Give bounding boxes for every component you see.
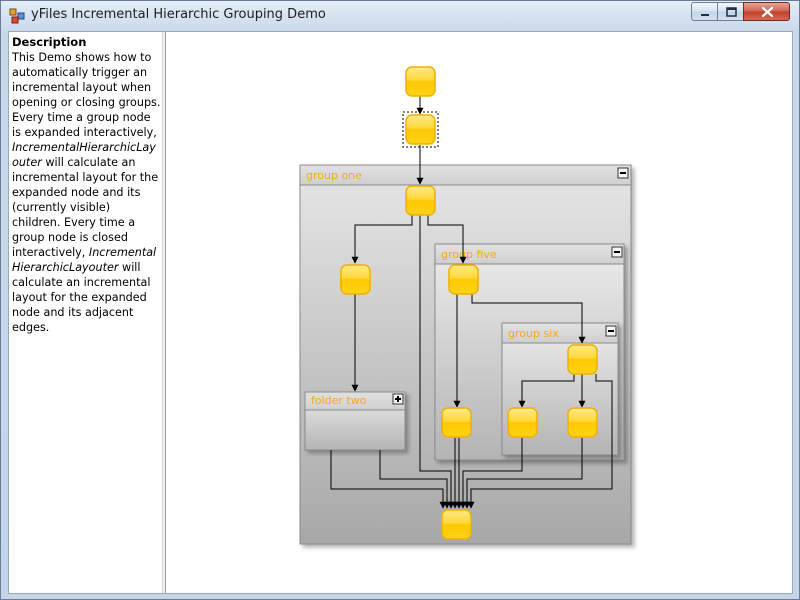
close-button[interactable] xyxy=(743,2,790,21)
graph-node[interactable] xyxy=(441,407,472,438)
edge xyxy=(427,215,467,264)
group-five-collapse-button[interactable] xyxy=(611,246,623,258)
group-one-label: group one xyxy=(306,169,362,182)
group-one-collapse-button[interactable] xyxy=(617,167,629,179)
description-class-name-2: IncrementalHierarchicLayouter xyxy=(12,246,157,274)
client-area: Description This Demo shows how to autom… xyxy=(8,31,793,594)
panel-splitter[interactable] xyxy=(162,32,166,593)
minus-icon xyxy=(608,330,614,332)
app-icon xyxy=(9,8,25,24)
graph-node[interactable] xyxy=(340,264,371,295)
graph-node[interactable] xyxy=(405,66,436,97)
window-title: yFiles Incremental Hierarchic Grouping D… xyxy=(31,7,326,22)
group-six-label: group six xyxy=(508,327,559,340)
edge xyxy=(467,374,613,509)
graph-node[interactable] xyxy=(567,407,598,438)
edge xyxy=(379,450,451,509)
description-panel[interactable]: Description This Demo shows how to autom… xyxy=(9,32,162,593)
description-heading: Description xyxy=(12,35,87,49)
graph-node[interactable] xyxy=(448,264,479,295)
close-icon xyxy=(761,6,774,18)
graph-node[interactable] xyxy=(441,509,472,540)
graph-node[interactable] xyxy=(405,185,436,216)
graph-node-selected[interactable] xyxy=(402,111,439,148)
maximize-button[interactable] xyxy=(717,2,744,21)
title-bar[interactable]: yFiles Incremental Hierarchic Grouping D… xyxy=(1,1,799,31)
minus-icon xyxy=(614,251,620,253)
description-paragraph-3-start: Every time a group node is closed intera… xyxy=(12,216,136,259)
group-five-label: group five xyxy=(441,248,497,261)
group-six-collapse-button[interactable] xyxy=(605,325,617,337)
maximize-icon xyxy=(726,7,737,17)
edge xyxy=(419,215,455,509)
description-paragraph-1: This Demo shows how to automatically tri… xyxy=(12,51,161,109)
edge xyxy=(459,438,523,509)
description-paragraph-2-start: Every time a group node is expanded inte… xyxy=(12,111,157,139)
minimize-icon xyxy=(701,14,709,16)
minus-icon xyxy=(620,172,626,174)
graph-node[interactable] xyxy=(567,344,598,375)
description-paragraph-3-end: will calculate an incremental layout for… xyxy=(12,261,151,334)
graph-node[interactable] xyxy=(507,407,538,438)
description-class-name-1: IncrementalHierarchicLayouter xyxy=(12,141,156,169)
nodes xyxy=(340,66,598,540)
graph-canvas[interactable]: group one group five xyxy=(166,32,792,593)
description-text: This Demo shows how to automatically tri… xyxy=(12,50,162,335)
folder-two[interactable]: folder two xyxy=(304,391,406,451)
edge xyxy=(351,215,413,264)
folder-two-expand-button[interactable] xyxy=(392,393,404,405)
minimize-button[interactable] xyxy=(691,2,718,21)
edge xyxy=(471,294,586,344)
edge xyxy=(330,450,447,509)
graph-view[interactable]: group one group five xyxy=(166,32,792,593)
folder-two-label: folder two xyxy=(311,394,367,407)
edge xyxy=(518,374,575,408)
description-paragraph-2-end: will calculate an incremental layout for… xyxy=(12,156,159,229)
edges xyxy=(330,96,613,509)
edge xyxy=(463,438,583,509)
